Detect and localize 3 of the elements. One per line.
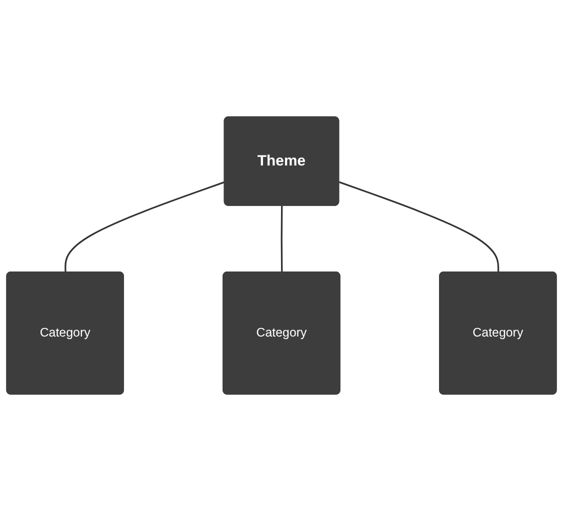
connector xyxy=(64,181,225,272)
connector xyxy=(338,181,500,272)
connector xyxy=(280,206,283,272)
